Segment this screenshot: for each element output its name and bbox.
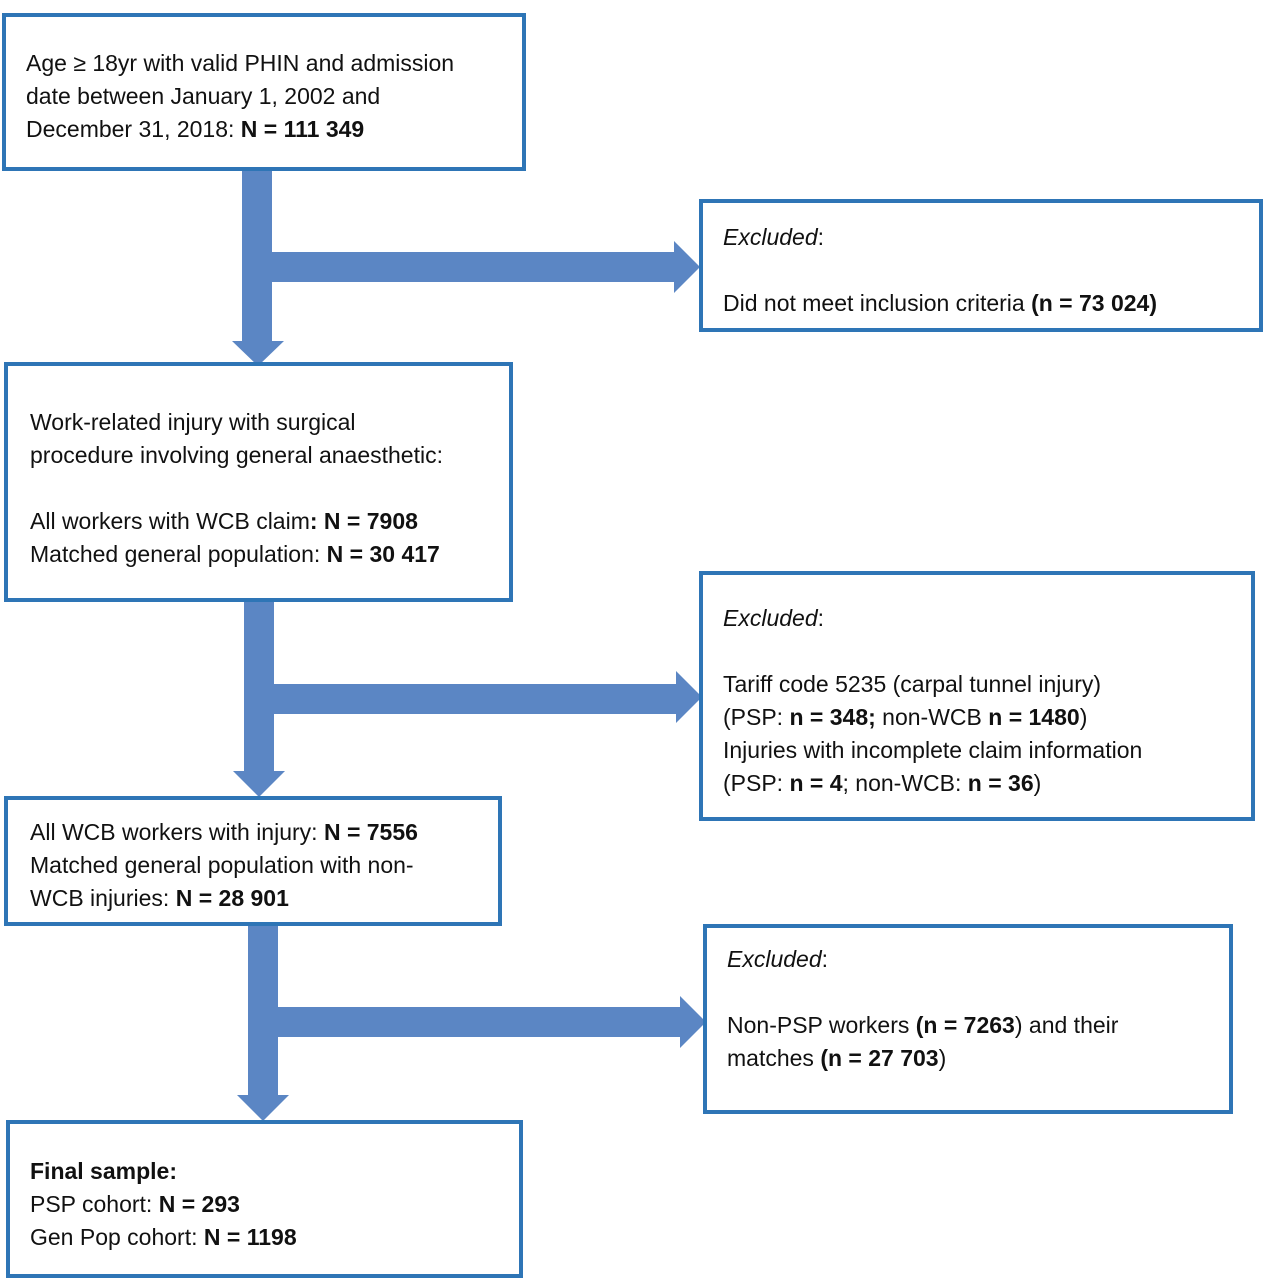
exclusion-2-line-2: (PSP: n = 348; non-WCB n = 1480) xyxy=(723,701,1233,734)
eligibility-box: Age ≥ 18yr with valid PHIN and admission… xyxy=(2,13,526,171)
exclusion-2-heading: Excluded: xyxy=(723,602,1233,635)
wcb-injury-box: All WCB workers with injury: N = 7556 Ma… xyxy=(4,796,502,926)
exclusion-box-2: Excluded: Tariff code 5235 (carpal tunne… xyxy=(699,571,1255,821)
exclusion-3-line-1: Non-PSP workers (n = 7263) and their xyxy=(727,1009,1211,1042)
wcb-claim-label: All workers with WCB claim xyxy=(30,508,310,534)
wcb-claim-count: : N = 7908 xyxy=(309,508,418,534)
exclusion-2-line-3: Injuries with incomplete claim informati… xyxy=(723,737,1143,763)
exclusion-2-incomplete-psp-count: n = 4 xyxy=(789,770,843,796)
eligibility-line-3: December 31, 2018: N = 111 349 xyxy=(26,113,504,146)
down-arrow-2-shaft xyxy=(244,600,274,772)
exclusion-1-text: Did not meet inclusion criteria xyxy=(723,290,1032,316)
exclusion-3-heading: Excluded: xyxy=(727,943,1211,976)
wcb-injury-line-3: WCB injuries: N = 28 901 xyxy=(30,882,480,915)
exclusion-3-line-2: matches (n = 27 703) xyxy=(727,1042,1211,1075)
exclusion-1-count: (n = 73 024) xyxy=(1031,290,1158,316)
gen-pop-cohort-count: N = 1198 xyxy=(203,1224,297,1250)
final-sample-title: Final sample: xyxy=(30,1155,501,1188)
down-arrow-1-shaft xyxy=(242,170,272,342)
exclusion-2-line-4-a: (PSP: xyxy=(723,770,790,796)
down-arrow-3-shaft xyxy=(248,924,278,1096)
wcb-workers-label: All WCB workers with injury: xyxy=(30,819,324,845)
exclusion-1-line: Did not meet inclusion criteria (n = 73 … xyxy=(723,287,1241,320)
matched-population-label: Matched general population: xyxy=(30,541,327,567)
surgery-injury-box: Work-related injury with surgical proced… xyxy=(4,362,513,602)
exclusion-box-3: Excluded: Non-PSP workers (n = 7263) and… xyxy=(703,924,1233,1114)
exclusion-3-line-2-a: matches xyxy=(727,1045,821,1071)
final-sample-box: Final sample: PSP cohort: N = 293 Gen Po… xyxy=(6,1120,523,1278)
exclusion-2-colon: : xyxy=(817,605,825,631)
surgery-line-2: procedure involving general anaesthetic: xyxy=(30,442,443,468)
exclusion-2-nonwcb-count: n = 1480 xyxy=(988,704,1080,730)
exclusion-3-nonpsp-count: (n = 7263 xyxy=(915,1012,1015,1038)
exclusion-1-heading-text: Excluded xyxy=(723,224,818,250)
exclusion-box-1: Excluded: Did not meet inclusion criteri… xyxy=(699,199,1263,332)
non-wcb-count: N = 28 901 xyxy=(175,885,289,911)
psp-cohort-line: PSP cohort: N = 293 xyxy=(30,1188,501,1221)
down-arrow-3-head xyxy=(237,1095,289,1121)
exclusion-2-line-1: Tariff code 5235 (carpal tunnel injury) xyxy=(723,671,1102,697)
eligibility-line-1: Age ≥ 18yr with valid PHIN and admission xyxy=(26,50,455,76)
wcb-injury-line-2: Matched general population with non- xyxy=(30,852,414,878)
exclusion-1-colon: : xyxy=(817,224,825,250)
exclusion-2-incomplete-nonwcb-count: n = 36 xyxy=(967,770,1034,796)
eligibility-count: N = 111 349 xyxy=(240,116,365,142)
exclusion-2-line-2-a: (PSP: xyxy=(723,704,790,730)
exclusion-2-line-2-c: non-WCB xyxy=(875,704,989,730)
exclusion-3-colon: : xyxy=(821,946,829,972)
exclusion-3-line-2-c: ) xyxy=(938,1045,947,1071)
surgery-line-1: Work-related injury with surgical xyxy=(30,409,356,435)
exclusion-3-heading-text: Excluded xyxy=(727,946,822,972)
exclusion-2-psp-count: n = 348; xyxy=(789,704,876,730)
exclusion-3-matches-count: (n = 27 703 xyxy=(820,1045,939,1071)
right-arrow-3-shaft xyxy=(278,1007,682,1037)
exclusion-2-line-4-e: ) xyxy=(1033,770,1042,796)
eligibility-line-2: date between January 1, 2002 and xyxy=(26,83,381,109)
non-wcb-label: WCB injuries: xyxy=(30,885,176,911)
right-arrow-1-shaft xyxy=(272,252,676,282)
down-arrow-1-head xyxy=(232,341,284,366)
eligibility-date-text: December 31, 2018: xyxy=(26,116,241,142)
right-arrow-2-head xyxy=(676,671,702,723)
surgery-line-3: All workers with WCB claim: N = 7908 xyxy=(30,505,491,538)
exclusion-2-heading-text: Excluded xyxy=(723,605,818,631)
exclusion-3-line-1-c: ) and their xyxy=(1014,1012,1119,1038)
exclusion-1-heading: Excluded: xyxy=(723,221,1241,254)
psp-cohort-label: PSP cohort: xyxy=(30,1191,159,1217)
psp-cohort-count: N = 293 xyxy=(158,1191,240,1217)
right-arrow-1-head xyxy=(674,241,700,293)
surgery-line-4: Matched general population: N = 30 417 xyxy=(30,538,491,571)
wcb-workers-count: N = 7556 xyxy=(323,819,418,845)
gen-pop-cohort-label: Gen Pop cohort: xyxy=(30,1224,204,1250)
exclusion-2-line-4-c: ; non-WCB: xyxy=(842,770,968,796)
exclusion-3-line-1-a: Non-PSP workers xyxy=(727,1012,916,1038)
down-arrow-2-head xyxy=(233,771,285,797)
right-arrow-3-head xyxy=(680,996,706,1048)
final-sample-title-text: Final sample: xyxy=(30,1158,177,1184)
matched-population-count: N = 30 417 xyxy=(326,541,440,567)
gen-pop-cohort-line: Gen Pop cohort: N = 1198 xyxy=(30,1221,501,1254)
exclusion-2-line-2-e: ) xyxy=(1079,704,1088,730)
wcb-injury-line-1: All WCB workers with injury: N = 7556 xyxy=(30,816,480,849)
exclusion-2-line-4: (PSP: n = 4; non-WCB: n = 36) xyxy=(723,767,1233,800)
right-arrow-2-shaft xyxy=(274,684,678,714)
